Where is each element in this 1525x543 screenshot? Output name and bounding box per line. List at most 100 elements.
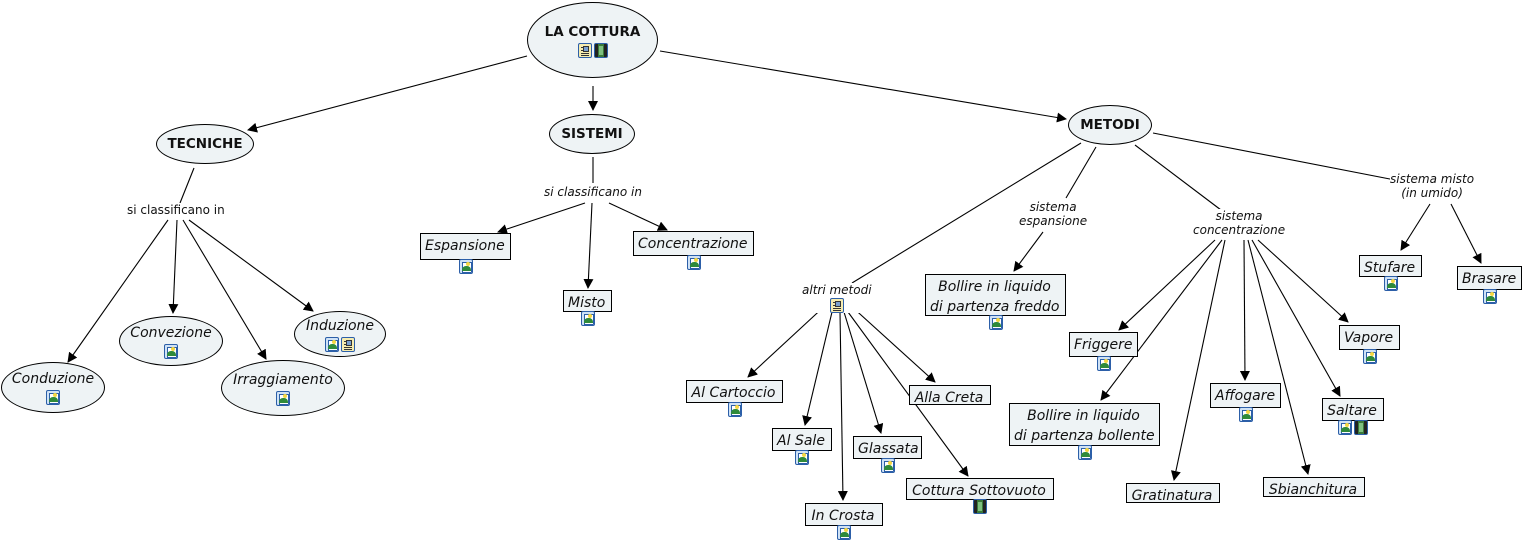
linking-phrase-espansione[interactable]: sistema espansione [1019, 200, 1088, 228]
image-icon[interactable] [727, 402, 742, 417]
concept-label: Misto [568, 295, 606, 311]
video-icon[interactable] [593, 42, 608, 58]
concept-sottovuoto[interactable]: Cottura Sottovuoto [906, 478, 1054, 514]
image-icon[interactable] [1096, 356, 1111, 371]
image-icon[interactable] [1383, 276, 1398, 291]
concept-convezione[interactable]: Convezione [119, 316, 223, 366]
concept-bollire-bollente[interactable]: Bollire in liquido di partenza bollente [1009, 403, 1160, 460]
concept-bollire-freddo[interactable]: Bollire in liquido di partenza freddo [925, 274, 1066, 330]
concept-conduzione[interactable]: Conduzione [1, 362, 105, 413]
concept-label: Affogare [1215, 388, 1276, 404]
image-icon[interactable] [880, 458, 895, 473]
image-icon[interactable] [458, 259, 473, 274]
connection-lp_sistemi-to-concentrazione [608, 202, 668, 231]
resource-icons [988, 315, 1003, 330]
resource-icons [1362, 349, 1377, 364]
concept-saltare[interactable]: Saltare [1322, 398, 1384, 435]
linking-phrase-label: sistema misto (in umido) [1390, 172, 1475, 200]
linking-phrase-misto[interactable]: sistema misto (in umido) [1390, 172, 1475, 200]
concept-vapore[interactable]: Vapore [1339, 325, 1400, 364]
resource-icons [46, 390, 60, 405]
connection-lp_concentrazione-to-gratinatura [1170, 239, 1226, 481]
image-icon[interactable] [837, 525, 851, 540]
connection-tecniche-to-lp_tecniche [179, 167, 195, 204]
concept-metodi[interactable]: METODI [1068, 105, 1152, 145]
image-icon[interactable] [1338, 420, 1352, 435]
concept-label: Sbianchitura [1268, 482, 1358, 498]
connection-lp_altri-to-alla_creta [849, 304, 936, 383]
concept-label: Glassata [858, 441, 919, 457]
concept-label: Irraggiamento [233, 371, 333, 388]
resource-icons [458, 259, 473, 274]
concept-stufare[interactable]: Stufare [1359, 255, 1422, 291]
connection-lp_altri-to-glassata [843, 311, 884, 434]
concept-label: Convezione [130, 324, 212, 341]
concept-brasare[interactable]: Brasare [1457, 266, 1522, 304]
concept-label: Vapore [1344, 330, 1394, 346]
image-icon[interactable] [46, 390, 60, 405]
concept-cottura[interactable]: LA COTTURA [527, 2, 658, 78]
image-icon[interactable] [276, 390, 290, 406]
image-icon[interactable] [1077, 445, 1092, 460]
image-icon[interactable] [580, 311, 595, 326]
connection-lp_misto-to-stufare [1400, 203, 1431, 251]
concept-label: Espansione [425, 238, 505, 254]
concept-label: METODI [1080, 117, 1140, 133]
resource-icons [276, 390, 290, 406]
linking-phrase-concentrazione[interactable]: sistema concentrazione [1193, 209, 1286, 237]
document-icon[interactable] [341, 336, 355, 352]
linking-phrase-sistemi[interactable]: si classificano in [544, 185, 642, 199]
concept-label: In Crosta [811, 508, 875, 524]
concept-misto[interactable]: Misto [563, 290, 612, 326]
image-icon[interactable] [988, 315, 1003, 330]
concept-label: Gratinatura [1131, 488, 1213, 504]
concept-affogare[interactable]: Affogare [1210, 383, 1281, 422]
concept-gratinatura[interactable]: Gratinatura [1126, 483, 1220, 504]
concept-label: Conduzione [11, 371, 95, 387]
linking-phrase-tecniche[interactable]: si classificano in [127, 203, 225, 217]
image-icon[interactable] [795, 450, 809, 465]
image-icon[interactable] [325, 336, 339, 352]
concept-al-sale[interactable]: Al Sale [772, 428, 832, 465]
resource-icons [577, 42, 608, 58]
concept-irraggiamento[interactable]: Irraggiamento [221, 360, 345, 416]
document-icon[interactable] [577, 42, 592, 58]
concept-espansione[interactable]: Espansione [420, 233, 511, 274]
video-icon[interactable] [973, 499, 987, 514]
resource-icons [1338, 420, 1368, 435]
concept-sistemi[interactable]: SISTEMI [549, 114, 635, 154]
concept-label: Bollire in liquido di partenza freddo [930, 279, 1060, 315]
concept-label: Stufare [1364, 260, 1416, 276]
image-icon[interactable] [164, 343, 178, 359]
image-icon[interactable] [1482, 289, 1497, 304]
concept-induzione[interactable]: Induzione [294, 311, 386, 357]
document-icon[interactable] [829, 298, 844, 313]
concept-al-cartoccio[interactable]: Al Cartoccio [686, 380, 783, 417]
linking-phrase-altri[interactable]: altri metodi [802, 283, 872, 313]
concept-label: LA COTTURA [544, 23, 641, 40]
concept-label: Saltare [1327, 403, 1377, 419]
linking-phrase-label: altri metodi [802, 283, 872, 297]
connection-lp_concentrazione-to-affogare [1239, 239, 1250, 381]
concept-alla-creta[interactable]: Alla Creta [909, 385, 991, 406]
resource-icons [164, 343, 178, 359]
connection-metodi-to-lp_espansione [1065, 146, 1097, 199]
image-icon[interactable] [1362, 349, 1377, 364]
resource-icons [795, 450, 809, 465]
image-icon[interactable] [686, 255, 701, 270]
concept-friggere[interactable]: Friggere [1069, 332, 1138, 371]
image-icon[interactable] [1238, 407, 1253, 422]
concept-concentrazione[interactable]: Concentrazione [633, 231, 754, 270]
concept-sbianchitura[interactable]: Sbianchitura [1263, 477, 1365, 498]
video-icon[interactable] [1354, 420, 1368, 435]
concept-label: Al Cartoccio [691, 385, 776, 401]
connection-lp_altri-to-in_crosta [837, 311, 848, 501]
connection-lp_altri-to-sottovuoto [847, 311, 969, 477]
concept-glassata[interactable]: Glassata [853, 436, 922, 473]
concept-in-crosta[interactable]: In Crosta [805, 503, 883, 540]
resource-icons [1096, 356, 1111, 371]
concept-tecniche[interactable]: TECNICHE [156, 124, 254, 164]
linking-phrase-label: sistema espansione [1019, 200, 1088, 228]
concept-label: Brasare [1462, 271, 1517, 287]
